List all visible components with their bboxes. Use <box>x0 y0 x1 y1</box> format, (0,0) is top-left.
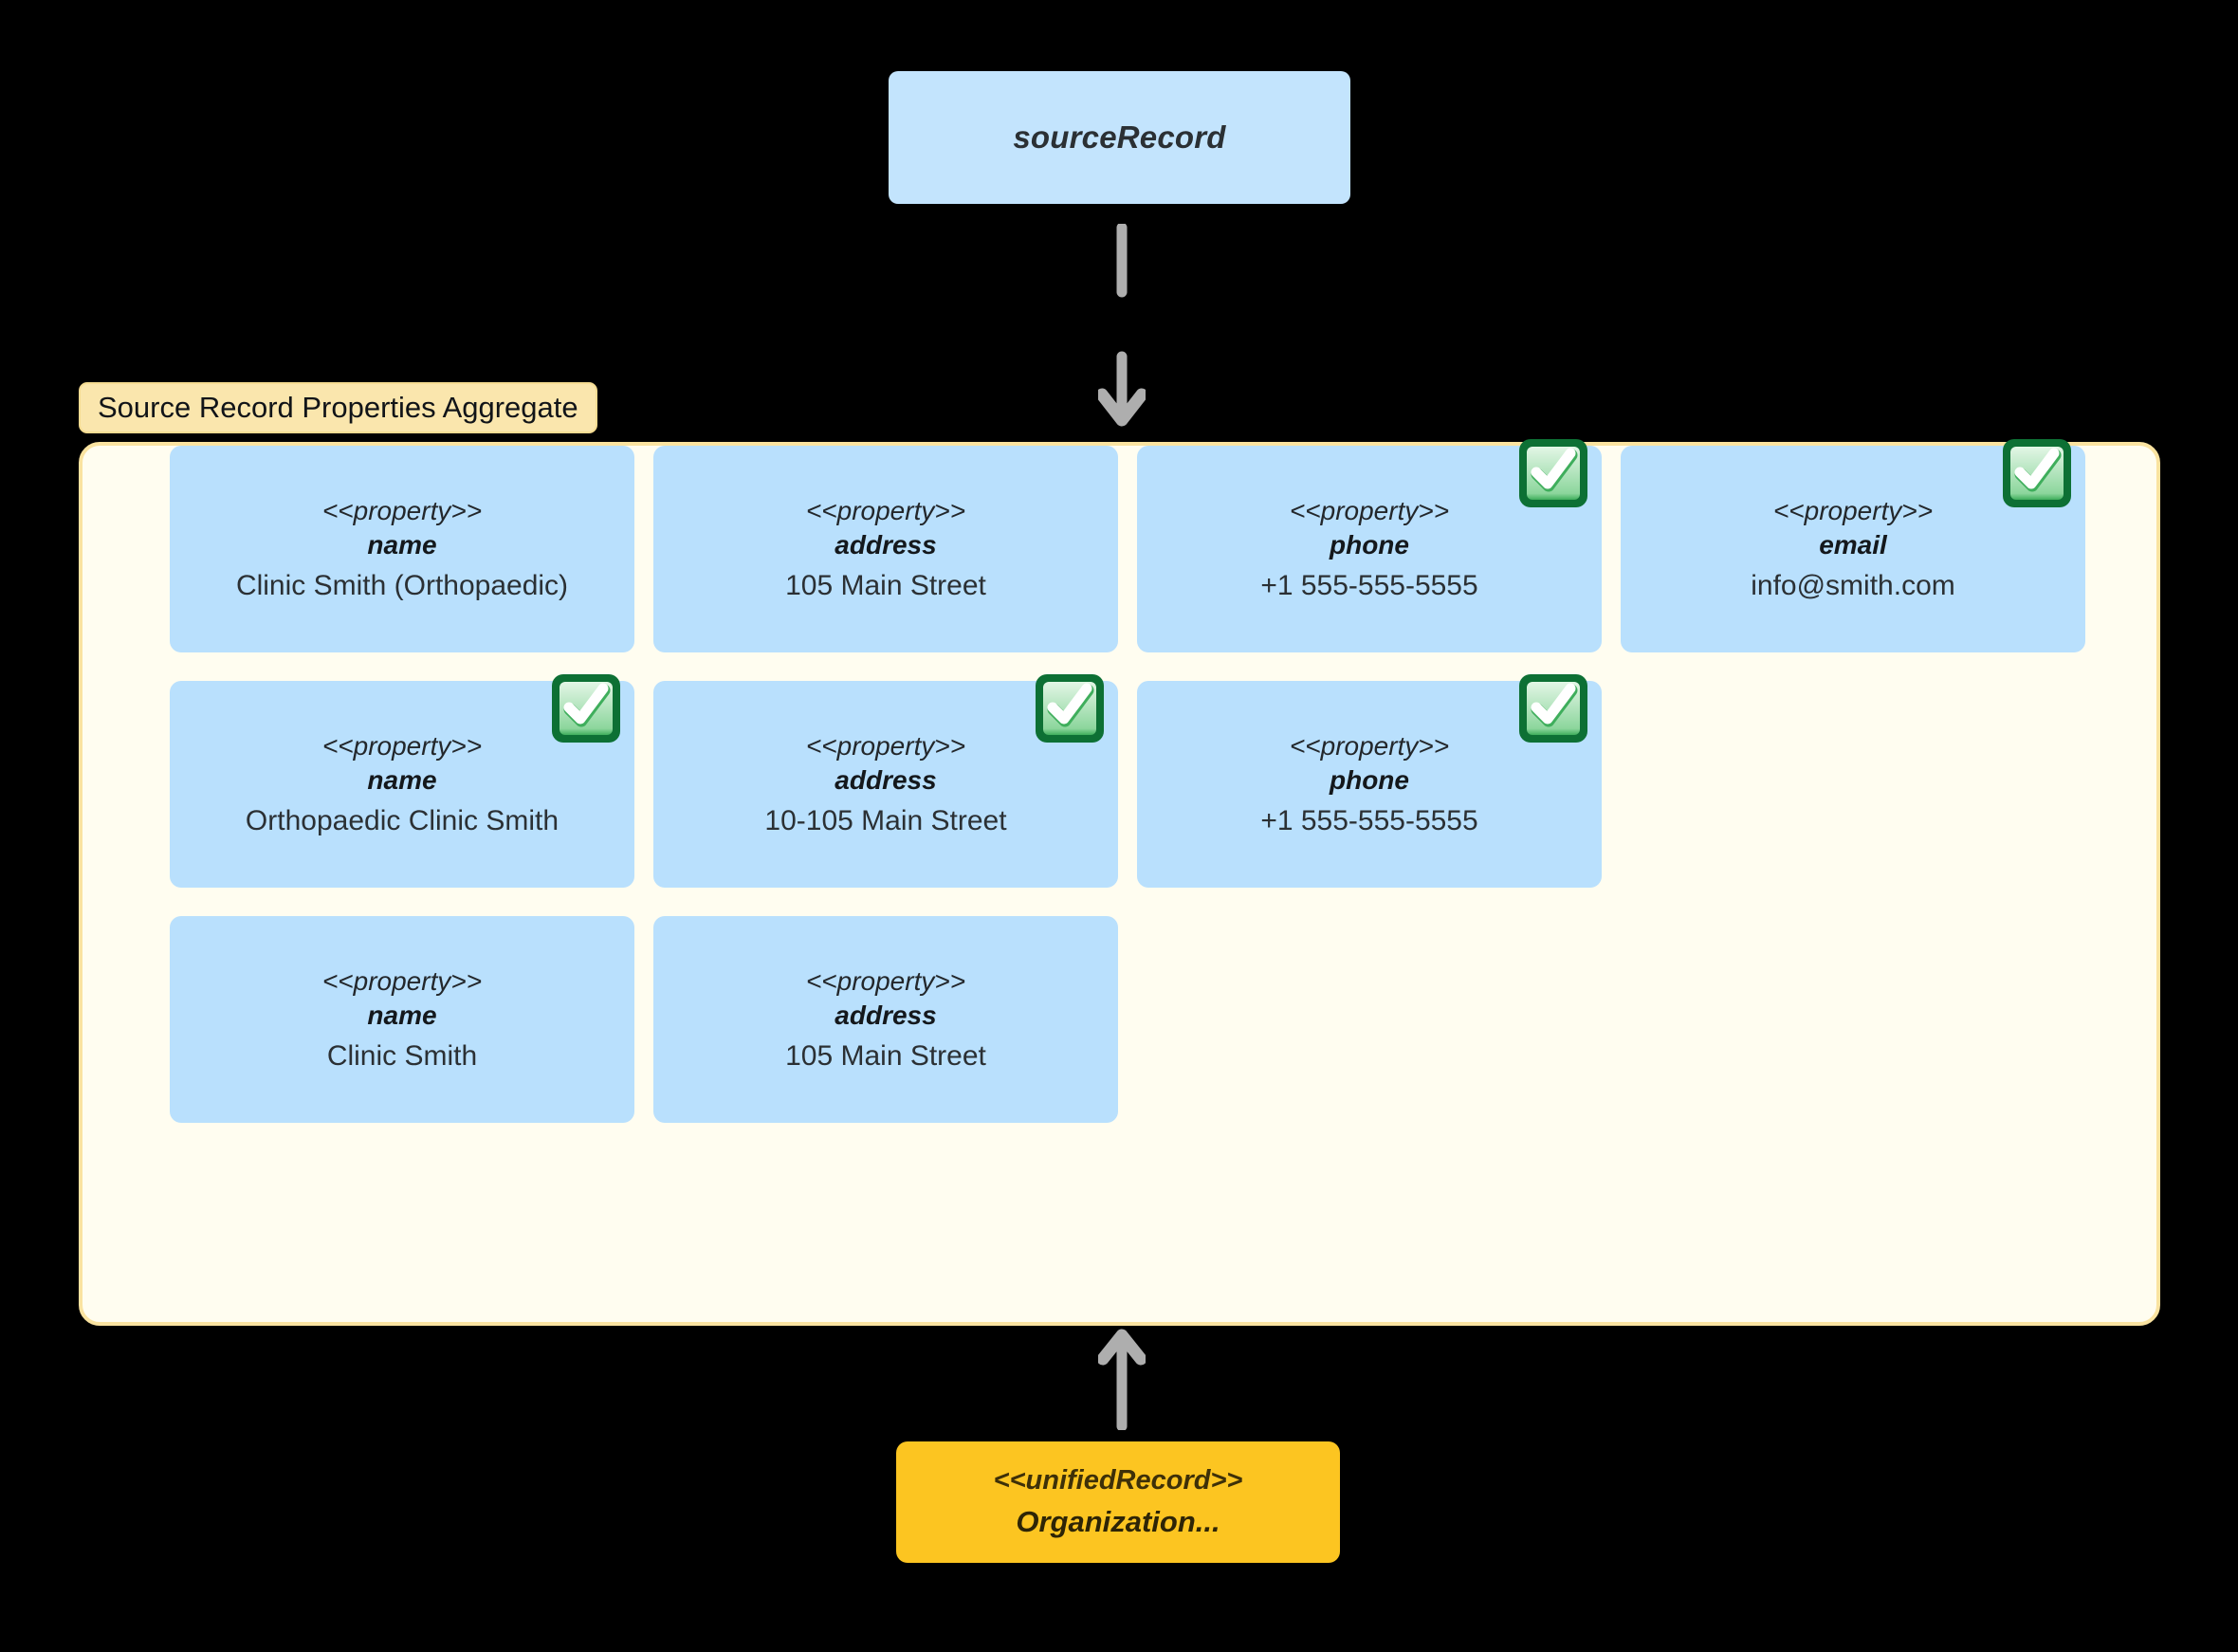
property-stereotype: <<property>> <box>321 966 483 997</box>
property-stereotype: <<property>> <box>805 966 966 997</box>
unified-record-title: Organization... <box>1016 1505 1220 1539</box>
arrow-unified-to-aggregate-icon <box>1096 1328 1147 1432</box>
property-value: Orthopaedic Clinic Smith <box>245 805 560 837</box>
property-stereotype: <<property>> <box>1289 496 1450 526</box>
property-stereotype: <<property>> <box>321 731 483 762</box>
check-mark-icon <box>1033 671 1107 745</box>
arrow-source-to-aggregate-icon <box>1095 222 1148 434</box>
property-stereotype: <<property>> <box>805 496 966 526</box>
property-name: address <box>835 530 937 560</box>
source-record-node[interactable]: sourceRecord <box>889 71 1350 204</box>
property-card-phone[interactable]: <<property>>phone +1 555-555-5555 <box>1137 674 1602 888</box>
property-value: Clinic Smith (Orthopaedic) <box>235 570 569 602</box>
check-mark-icon <box>2000 436 2074 510</box>
property-value: Clinic Smith <box>326 1040 478 1073</box>
unified-record-stereotype: <<unifiedRecord>> <box>993 1464 1243 1496</box>
property-stereotype: <<property>> <box>805 731 966 762</box>
property-card-address[interactable]: <<property>> address 105 Main Street <box>653 446 1118 652</box>
source-record-label: sourceRecord <box>1013 119 1226 155</box>
check-mark-icon <box>1516 436 1590 510</box>
property-name: phone <box>1330 530 1409 560</box>
property-value: +1 555-555-5555 <box>1260 570 1478 602</box>
property-card-email[interactable]: <<property>> email info@smith.com <box>1621 439 2085 652</box>
property-name: name <box>367 530 437 560</box>
property-name: address <box>835 765 937 796</box>
aggregate-title-badge: Source Record Properties Aggregate <box>79 382 597 433</box>
property-value: 10-105 Main Street <box>764 805 1007 837</box>
property-stereotype: <<property>> <box>321 496 483 526</box>
check-mark-icon <box>1516 671 1590 745</box>
aggregate-title-text: Source Record Properties Aggregate <box>98 391 578 424</box>
property-card-phone[interactable]: <<property>> phone +1 555-555-5555 <box>1137 439 1602 652</box>
property-name: email <box>1819 530 1887 560</box>
property-value: info@smith.com <box>1751 570 1955 602</box>
property-value: 105 Main Street <box>785 570 986 602</box>
property-value: +1 555-555-5555 <box>1260 805 1478 837</box>
property-stereotype: <<property>> <box>1289 731 1450 762</box>
property-value: 105 Main Street <box>785 1040 986 1073</box>
property-name: address <box>835 1000 937 1031</box>
property-name: phone <box>1330 765 1409 796</box>
property-stereotype: <<property>> <box>1772 496 1934 526</box>
property-name: name <box>367 765 437 796</box>
property-name: name <box>367 1000 437 1031</box>
unified-record-node[interactable]: <<unifiedRecord>> Organization... <box>896 1441 1340 1563</box>
check-mark-icon <box>549 671 623 745</box>
property-card-address[interactable]: <<property>>address 10-105 Main Street <box>653 674 1118 888</box>
property-card-address[interactable]: <<property>>address 105 Main Street <box>653 916 1118 1123</box>
